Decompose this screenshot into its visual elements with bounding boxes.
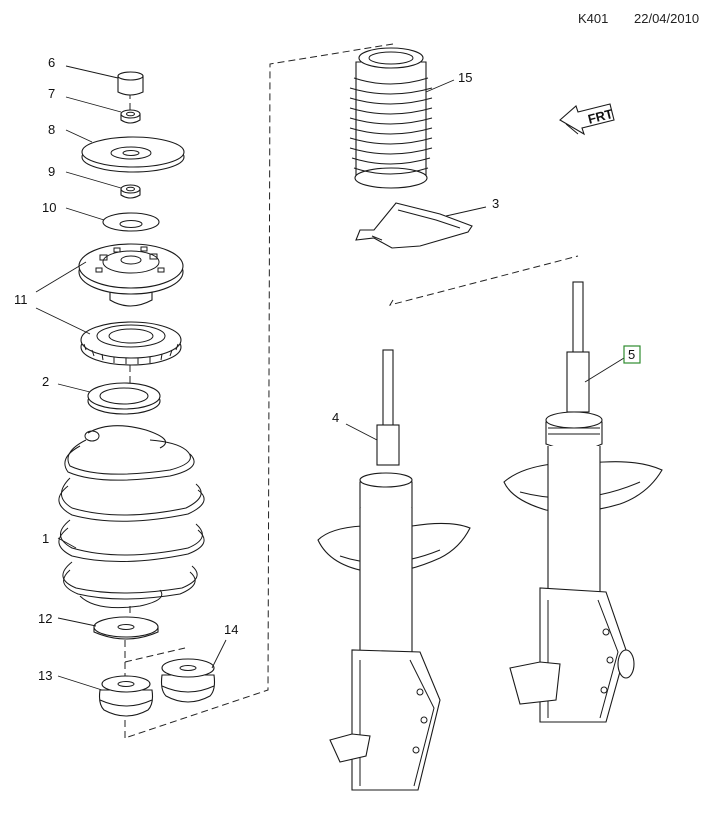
- part-5-strut: [503, 281, 663, 723]
- part-4-strut: [317, 349, 471, 791]
- part-6-cap: [117, 71, 144, 96]
- part-12-insulator: [93, 616, 159, 640]
- part-7-nut: [120, 109, 141, 124]
- part-10-washer: [102, 212, 160, 232]
- callout-6: 6: [48, 55, 55, 70]
- part-1-coil-spring: [58, 425, 205, 609]
- part-3-bracket: [355, 202, 473, 249]
- callout-12: 12: [38, 611, 52, 626]
- part-14-bump-stop: [160, 658, 216, 703]
- callout-5: 5: [628, 347, 635, 362]
- diagram-code: K401: [578, 11, 609, 26]
- callout-5-highlight-box: [623, 345, 641, 364]
- diagram-date: 22/04/2010: [634, 11, 700, 26]
- part-9-nut: [120, 184, 141, 199]
- callout-1: 1: [42, 531, 49, 546]
- part-15-dust-boot: [349, 47, 433, 189]
- callout-15: 15: [458, 70, 472, 85]
- callout-9: 9: [48, 164, 55, 179]
- callout-2: 2: [42, 374, 49, 389]
- callout-10: 10: [42, 200, 56, 215]
- callout-7: 7: [48, 86, 55, 101]
- callout-14: 14: [224, 622, 238, 637]
- part-13-bump-stop: [98, 675, 154, 717]
- front-direction-arrow-icon: [559, 103, 615, 136]
- part-2-spring-seat: [87, 382, 161, 415]
- callout-leaders: [35, 65, 625, 691]
- callout-11: 11: [14, 292, 28, 307]
- part-11-bearing: [80, 321, 182, 366]
- part-8-mount-plate: [81, 136, 185, 173]
- assembly-dash-lines: [124, 43, 579, 739]
- callout-13: 13: [38, 668, 52, 683]
- front-direction-label: FRT: [586, 106, 614, 127]
- callout-4: 4: [332, 410, 339, 425]
- part-11-strut-mount: [78, 243, 184, 307]
- callout-8: 8: [48, 122, 55, 137]
- callout-3: 3: [492, 196, 499, 211]
- callout-numbers: 6 7 8 9 10 11 2 1 12 13 14 15 3 4 5: [14, 55, 641, 683]
